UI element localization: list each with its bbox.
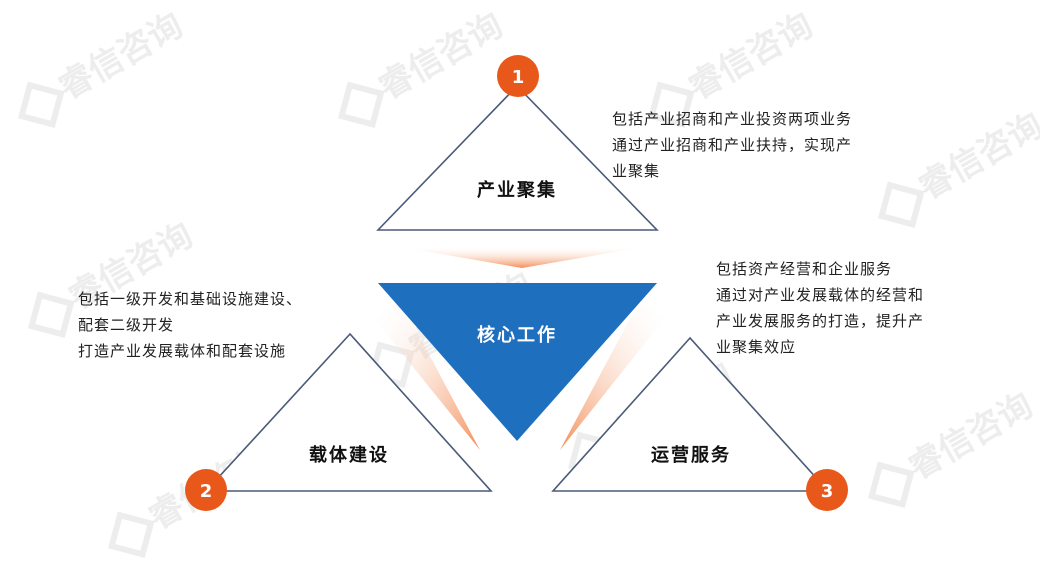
desc-line: 通过产业招商和产业扶持，实现产 [612, 136, 853, 154]
desc-line: 产业发展服务的打造，提升产 [716, 312, 925, 330]
desc-line: 业聚集效应 [716, 338, 797, 356]
badge-1 [497, 55, 539, 97]
desc-line: 包括资产经营和企业服务 [716, 260, 893, 278]
center-triangle [378, 283, 657, 441]
node-2-label: 载体建设 [309, 444, 389, 466]
node-1-label: 产业聚集 [477, 179, 557, 201]
desc-line: 包括一级开发和基础设施建设、 [78, 290, 303, 308]
node-3-description: 包括资产经营和企业服务 通过对产业发展载体的经营和 产业发展服务的打造，提升产 … [716, 256, 924, 360]
badge-1-number: 1 [512, 67, 525, 88]
desc-line: 业聚集 [612, 162, 661, 180]
glow-right [560, 300, 665, 450]
badge-2 [185, 469, 227, 511]
glow-top [395, 246, 650, 268]
node-1-description: 包括产业招商和产业投资两项业务 通过产业招商和产业扶持，实现产 业聚集 [612, 106, 852, 184]
triangle-2 [204, 332, 493, 492]
desc-line: 打造产业发展载体和配套设施 [78, 342, 287, 360]
desc-line: 配套二级开发 [78, 316, 175, 334]
triangle-3 [551, 336, 830, 492]
desc-line: 包括产业招商和产业投资两项业务 [612, 110, 853, 128]
node-2-description: 包括一级开发和基础设施建设、 配套二级开发 打造产业发展载体和配套设施 [78, 286, 302, 364]
center-label: 核心工作 [477, 324, 557, 346]
triangle-1 [376, 84, 659, 231]
node-3-label: 运营服务 [651, 444, 731, 466]
badge-3 [806, 469, 848, 511]
glow-left [375, 300, 480, 450]
desc-line: 通过对产业发展载体的经营和 [716, 286, 925, 304]
badge-2-number: 2 [200, 481, 213, 502]
badge-3-number: 3 [821, 481, 834, 502]
